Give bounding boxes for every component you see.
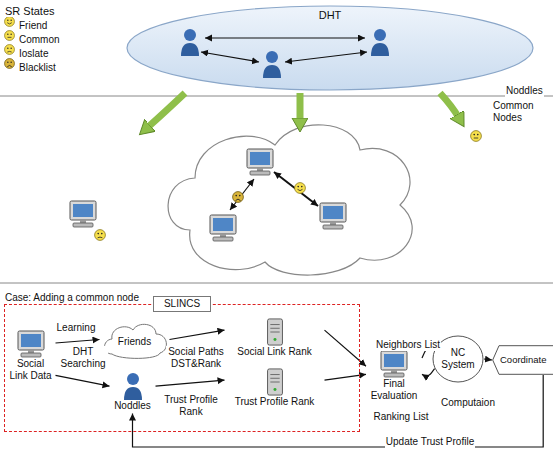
layer-label: Common Nodes [492,100,550,124]
rank-server: Social Link Rank [225,318,325,360]
legend-title: SR States [4,5,56,17]
edge-label: Social Paths DST&Rank [166,346,226,370]
node-label: Noddles [114,400,151,412]
connector-arrow [484,359,492,360]
edge-label: Computaion [440,397,496,409]
legend-label: Ioslate [18,48,49,60]
legend-label: Blacklist [18,62,57,74]
peer-link [230,179,254,210]
node-label: Coordinate [500,354,546,366]
edge-label: Trust Profile Rank [160,394,222,418]
connector-arrow [170,330,225,339]
rank-server: Trust Profile Rank [225,368,325,410]
connector-arrow [133,375,544,447]
legend-label: Friend [18,20,48,32]
friends-cloud: Friends [100,320,170,360]
node-label: Social Link Rank [237,346,311,358]
node-label: Social Link Data [8,358,54,382]
social-link-data: Social Link Data [6,330,56,384]
legend-faces [5,17,15,69]
green-arrows [147,93,459,128]
node-label: DHT [319,9,342,21]
connector-arrow [56,375,110,386]
legend-label: Common [18,34,61,46]
dht-overlay: DHT [125,4,535,92]
edge-label: Learning [56,322,97,334]
evaluation-host-icon [379,350,409,378]
common-computers [70,149,346,241]
coordinate-box: Coordinate [492,345,553,375]
rank-server-icon [264,368,286,396]
node-label: NC System [436,347,480,371]
connector-arrow [156,380,225,386]
noddles-user-icon [123,372,143,400]
node-label: Trust Profile Rank [235,396,315,408]
edge-label: Neighbors List [375,339,441,351]
social-link-data-icon [16,330,46,358]
case-caption: Case: Adding a common node [4,292,140,304]
layer-label: Noddles [505,85,544,97]
separator-line [0,283,553,284]
frame-heading: SLINCS [153,296,211,312]
edge-label: Update Trust Profile [385,436,475,448]
network-cloud [168,125,412,275]
edge-label: DHT Searching [58,346,108,370]
noddles-user: Noddles [110,372,156,414]
separator-line [0,96,553,97]
node-label: Friends [118,336,151,348]
node-label: Final Evaluation [368,378,420,402]
state-faces [95,131,482,241]
rank-server-icon [264,318,286,346]
peer-link [274,172,318,206]
connector-arrow [56,340,100,344]
connector-arrow [422,369,435,377]
evaluation-host: Final Evaluation [366,350,422,404]
edge-label: Ranking List [372,411,429,423]
